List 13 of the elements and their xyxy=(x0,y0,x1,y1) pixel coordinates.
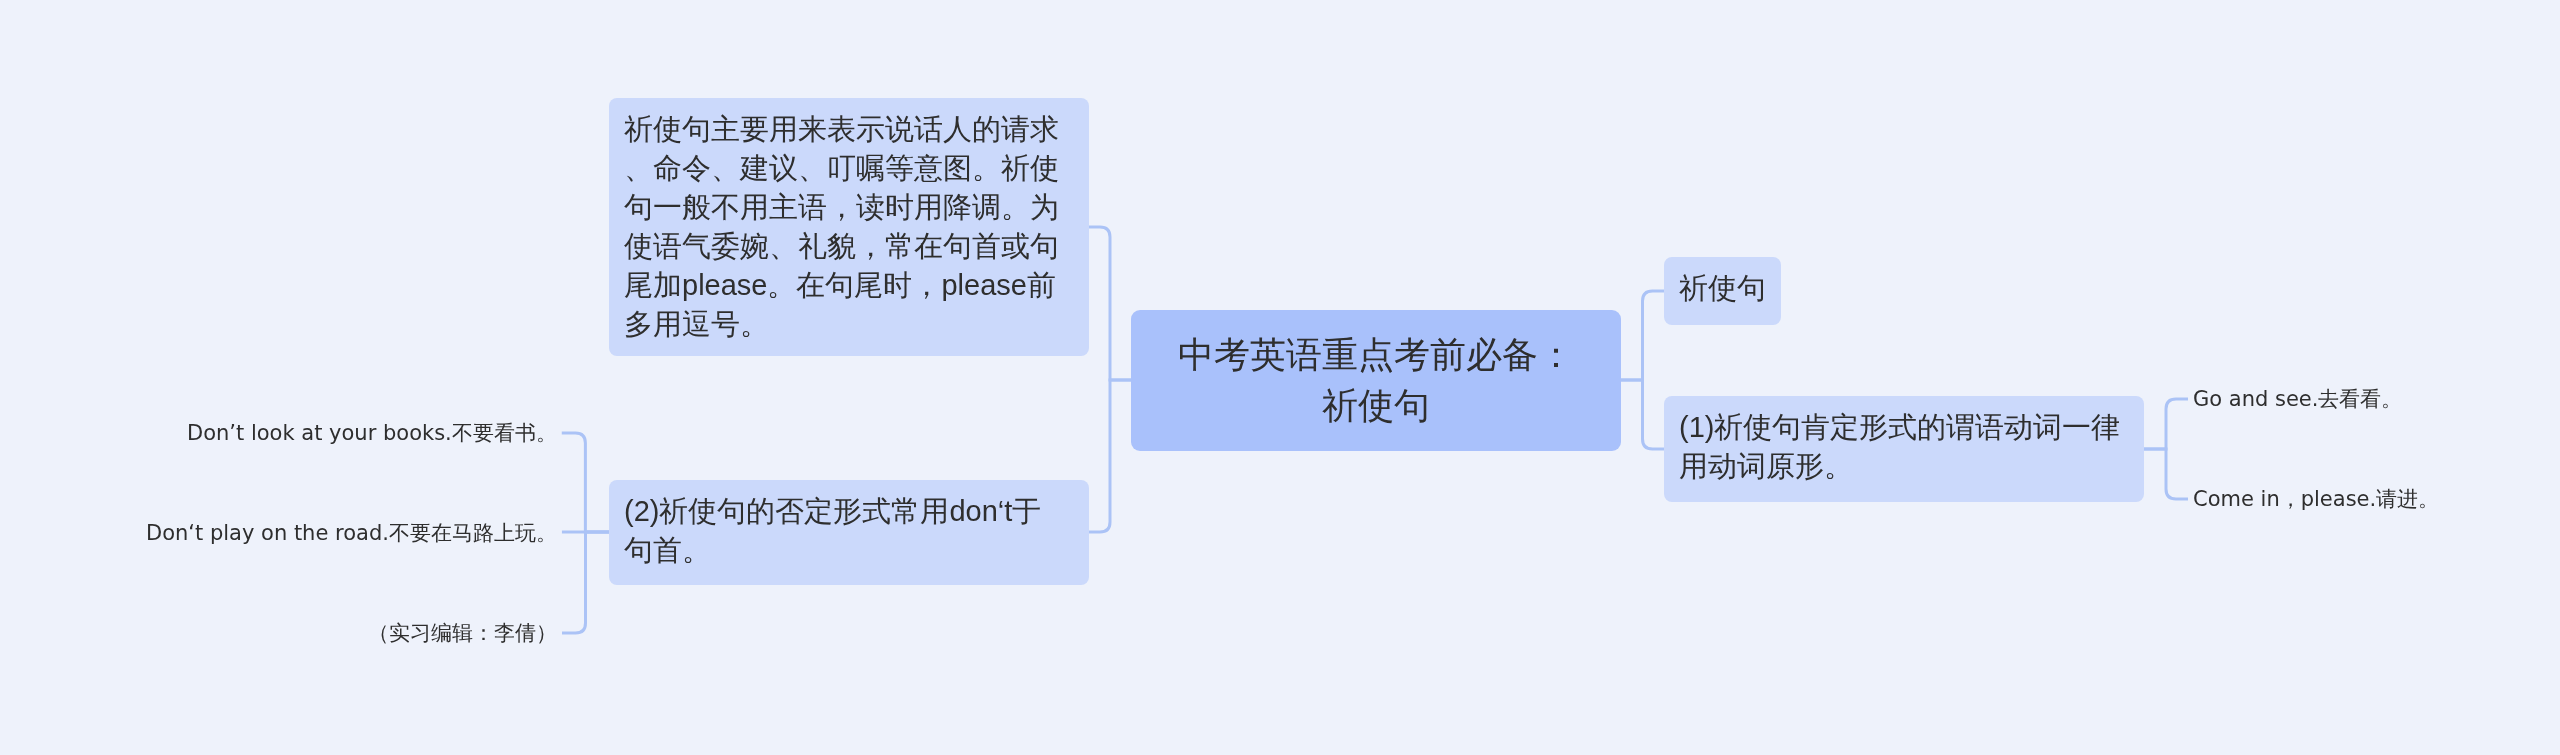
connector-line xyxy=(1089,378,1131,534)
topic-text: Come in，please.请进。 xyxy=(2188,483,2445,515)
topic-text: Don’t look at your books.不要看书。 xyxy=(182,417,562,449)
topic-box: 祈使句 xyxy=(1664,257,1781,325)
topic-box: (2)祈使句的否定形式常用don‘t于句首。 xyxy=(609,479,1089,585)
connector-line xyxy=(2144,447,2188,501)
central-topic-box: 中考英语重点考前必备：祈使句 xyxy=(1131,309,1621,451)
topic-text: Don‘t play on the road.不要在马路上玩。 xyxy=(141,517,562,549)
connector-line xyxy=(1621,378,1664,451)
topic-box: (1)祈使句肯定形式的谓语动词一律用动词原形。 xyxy=(1664,396,2144,502)
topic-box: 祈使句主要用来表示说话人的请求、命令、建议、叮嘱等意图。祈使句一般不用主语，读时用降调。为使语气委婉、礼貌，常在句首或句尾加please。在句尾时，please前多用逗号。 xyxy=(609,98,1089,356)
topic-text: Go and see.去看看。 xyxy=(2188,383,2408,415)
topic-text: （实习编辑：李倩） xyxy=(363,617,562,649)
